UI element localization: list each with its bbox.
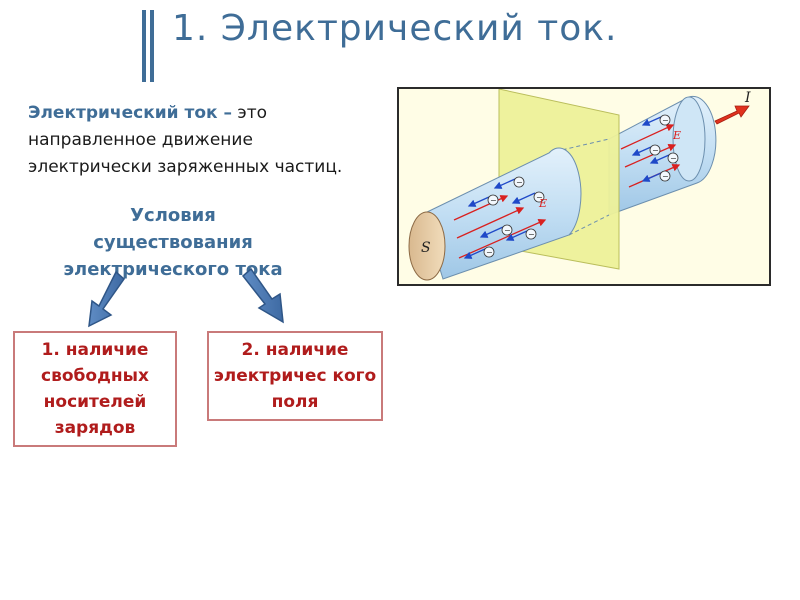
charge-carrier: − <box>668 153 678 163</box>
condition-2-box: 2. наличие электричес кого поля <box>207 331 383 421</box>
charge-symbol: − <box>652 146 659 155</box>
charge-carrier: − <box>650 145 660 155</box>
slide-title: 1. Электрический ток. <box>172 8 617 49</box>
charge-symbol: − <box>670 154 677 163</box>
current-label: I <box>744 90 751 106</box>
charge-symbol: − <box>490 196 497 205</box>
title-accent-bar <box>150 10 154 82</box>
condition-1-box: 1. наличие свободных носителей зарядов <box>13 331 177 447</box>
charge-symbol: − <box>662 172 669 181</box>
conductor-back-segment <box>609 96 716 215</box>
conductor-front-segment: S <box>409 148 581 280</box>
charge-carrier: − <box>488 195 498 205</box>
conductor-illustration: S − <box>397 87 771 286</box>
charge-carrier: − <box>484 247 494 257</box>
charge-symbol: − <box>662 116 669 125</box>
conditions-heading: Условия существования электрического ток… <box>58 202 288 283</box>
condition-2-text: 2. наличие электричес кого поля <box>209 337 381 415</box>
cross-section-label: S <box>421 240 431 256</box>
charge-carrier: − <box>502 225 512 235</box>
field-label-back: E <box>672 129 681 142</box>
title-accent-bars <box>142 10 156 82</box>
charge-symbol: − <box>504 226 511 235</box>
charge-carrier: − <box>526 229 536 239</box>
charge-carrier: − <box>514 177 524 187</box>
definition-text: Электрический ток – это направленное дви… <box>28 100 363 181</box>
condition-1-text: 1. наличие свободных носителей зарядов <box>15 337 175 441</box>
charge-carrier: − <box>660 171 670 181</box>
charge-symbol: − <box>528 230 535 239</box>
current-arrow <box>715 106 749 124</box>
title-accent-bar <box>142 10 146 82</box>
field-label: E <box>538 197 547 210</box>
charge-symbol: − <box>516 178 523 187</box>
charge-symbol: − <box>486 248 493 257</box>
definition-term: Электрический ток – <box>28 103 232 123</box>
charge-carrier: − <box>660 115 670 125</box>
